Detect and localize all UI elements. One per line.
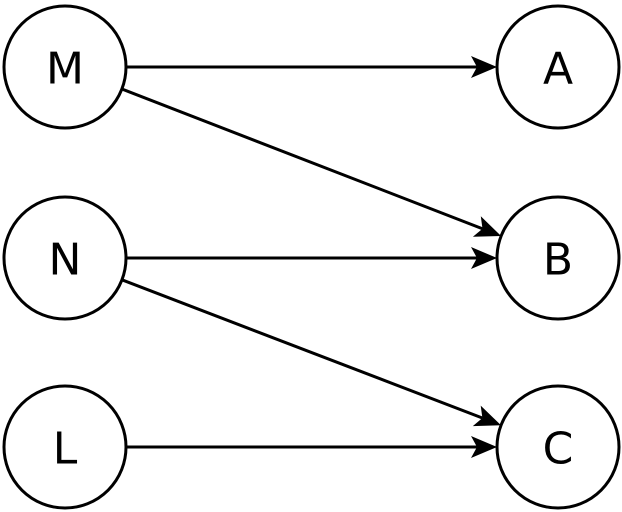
nodes-layer: M N L A B C — [2, 4, 621, 510]
node-label: L — [53, 424, 78, 475]
edge-n-c — [121, 278, 501, 427]
node-circle — [495, 384, 621, 510]
node-circle — [2, 4, 128, 130]
edge-n-b — [126, 247, 497, 269]
edge-l-c — [126, 436, 497, 458]
arrowhead-icon — [472, 216, 502, 237]
node-l: L — [2, 384, 128, 510]
node-circle — [495, 195, 621, 321]
node-label: C — [543, 424, 574, 475]
node-circle — [2, 195, 128, 321]
node-a: A — [495, 4, 621, 130]
node-c: C — [495, 384, 621, 510]
node-circle — [495, 4, 621, 130]
node-label: B — [543, 235, 573, 286]
node-circle — [2, 384, 128, 510]
node-b: B — [495, 195, 621, 321]
node-m: M — [2, 4, 128, 130]
edge-line — [121, 87, 484, 231]
arrowhead-icon — [471, 247, 497, 269]
node-label: M — [46, 44, 84, 95]
arrowhead-icon — [471, 56, 497, 78]
edges-layer — [121, 56, 502, 458]
edge-m-a — [126, 56, 497, 78]
edge-line — [121, 278, 483, 420]
node-label: N — [49, 235, 82, 286]
node-label: A — [543, 44, 573, 95]
edge-m-b — [121, 87, 502, 237]
node-n: N — [2, 195, 128, 321]
arrowhead-icon — [472, 405, 501, 427]
arrowhead-icon — [471, 436, 497, 458]
